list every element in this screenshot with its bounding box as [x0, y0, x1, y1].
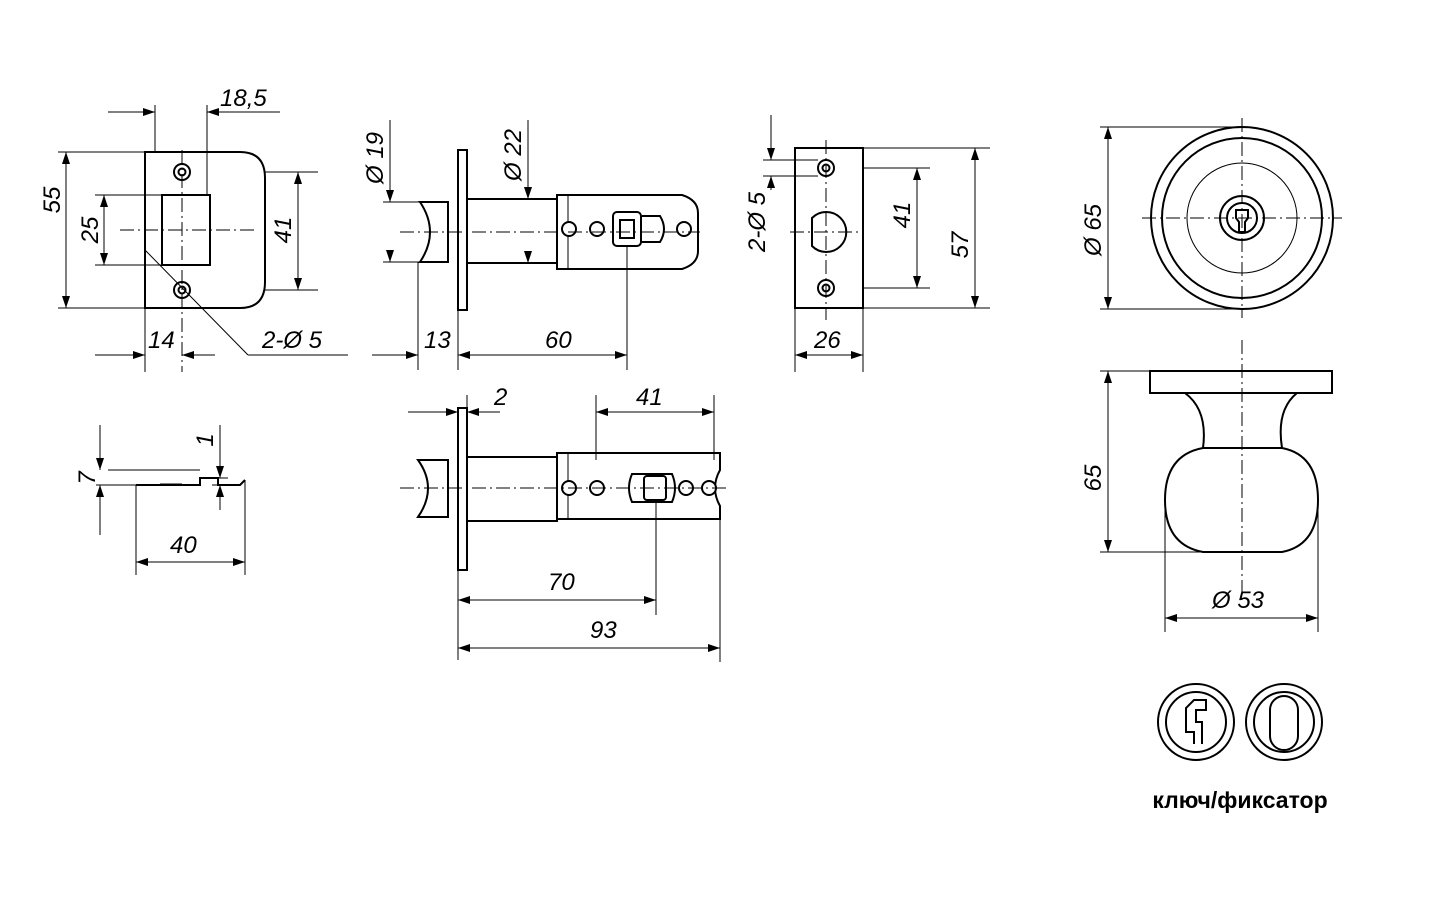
strike-dim-recess: 25 [77, 216, 104, 244]
strike-dim-hole-spacing: 41 [270, 217, 297, 244]
strike-dim-height: 55 [39, 186, 66, 213]
side-dim-depth: 7 [74, 470, 101, 485]
latch2-dim-total: 93 [590, 617, 617, 644]
face-dim-holes: 2-Ø 5 [744, 191, 771, 253]
latch2-dim-plate: 2 [493, 384, 507, 411]
knob-dim-height: 65 [1080, 464, 1107, 491]
strike-plate-side-view: 7 1 40 [74, 425, 246, 575]
thumbturn-icon [1245, 683, 1323, 761]
latch-dim-backset: 60 [545, 327, 572, 354]
face-plate-view: 2-Ø 5 41 57 26 [744, 115, 990, 372]
latch-top-view: Ø 19 Ø 22 13 60 [362, 120, 700, 370]
latch2-dim-slot: 41 [636, 384, 663, 411]
strike-dim-width: 18,5 [220, 85, 267, 112]
strike-plate-front-view: 18,5 55 25 41 14 2-Ø 5 [39, 85, 348, 372]
strike-dim-offset: 14 [148, 327, 175, 354]
knob-side-view: 65 Ø 53 [1080, 340, 1333, 632]
side-dim-thickness: 1 [192, 433, 219, 446]
key-cylinder-icon [1157, 683, 1235, 761]
latch2-dim-backset: 70 [548, 569, 575, 596]
knob-front-view: Ø 65 [1080, 118, 1342, 318]
latch-dim-bolt-dia: Ø 19 [362, 132, 389, 185]
side-dim-length: 40 [170, 532, 197, 559]
latch-dim-body-dia: Ø 22 [500, 129, 527, 182]
face-dim-width: 26 [813, 327, 841, 354]
latch-bottom-view: 2 41 70 93 [400, 384, 730, 662]
latch-dim-face: 13 [424, 327, 451, 354]
knob-dim-rose-dia: Ø 65 [1080, 203, 1107, 257]
knob-dim-knob-dia: Ø 53 [1211, 587, 1265, 614]
function-caption: ключ/фиксатор [1152, 787, 1327, 813]
strike-dim-holes: 2-Ø 5 [261, 327, 323, 354]
face-dim-height: 57 [947, 230, 974, 258]
face-dim-hole-spacing: 41 [889, 202, 916, 229]
